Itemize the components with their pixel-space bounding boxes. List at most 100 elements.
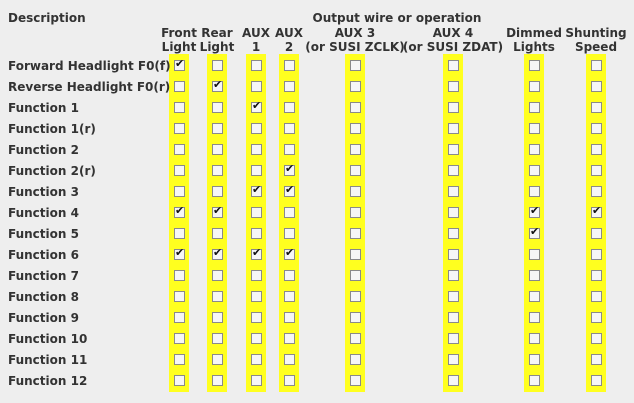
checkbox-r2-c3[interactable] [284,102,295,113]
checkbox-r1-c1[interactable]: ✔ [212,79,223,92]
checkbox-r7-c7[interactable]: ✔ [591,205,602,218]
checkbox-r13-c2[interactable] [251,333,262,344]
checkbox-r3-c5[interactable] [448,123,459,134]
checkbox-r15-c7[interactable] [591,375,602,386]
checkbox-r15-c3[interactable] [284,375,295,386]
checkbox-r15-c6[interactable] [529,375,540,386]
checkbox-r12-c6[interactable] [529,312,540,323]
checkbox-r0-c3[interactable] [284,60,295,71]
checkbox-r10-c6[interactable] [529,270,540,281]
checkbox-r13-c4[interactable] [350,333,361,344]
checkbox-r6-c4[interactable] [350,186,361,197]
checkbox-r0-c5[interactable] [448,60,459,71]
checkbox-r9-c0[interactable]: ✔ [174,247,185,260]
checkbox-r10-c7[interactable] [591,270,602,281]
checkbox-r10-c2[interactable] [251,270,262,281]
checkbox-r7-c0[interactable]: ✔ [174,205,185,218]
checkbox-r15-c5[interactable] [448,375,459,386]
checkbox-r15-c2[interactable] [251,375,262,386]
checkbox-r12-c4[interactable] [350,312,361,323]
checkbox-r1-c3[interactable] [284,81,295,92]
checkbox-r2-c5[interactable] [448,102,459,113]
checkbox-r4-c1[interactable] [212,144,223,155]
checkbox-r2-c4[interactable] [350,102,361,113]
checkbox-r14-c5[interactable] [448,354,459,365]
checkbox-r3-c2[interactable] [251,123,262,134]
checkbox-r15-c1[interactable] [212,375,223,386]
checkbox-r9-c5[interactable] [448,249,459,260]
checkbox-r9-c7[interactable] [591,249,602,260]
checkbox-r3-c3[interactable] [284,123,295,134]
checkbox-r13-c1[interactable] [212,333,223,344]
checkbox-r1-c0[interactable] [174,81,185,92]
checkbox-r1-c6[interactable] [529,81,540,92]
checkbox-r4-c3[interactable] [284,144,295,155]
checkbox-r14-c7[interactable] [591,354,602,365]
checkbox-r14-c6[interactable] [529,354,540,365]
checkbox-r4-c0[interactable] [174,144,185,155]
checkbox-r6-c1[interactable] [212,186,223,197]
checkbox-r10-c5[interactable] [448,270,459,281]
checkbox-r2-c1[interactable] [212,102,223,113]
checkbox-r15-c4[interactable] [350,375,361,386]
checkbox-r8-c7[interactable] [591,228,602,239]
checkbox-r11-c0[interactable] [174,291,185,302]
checkbox-r0-c6[interactable] [529,60,540,71]
checkbox-r8-c2[interactable] [251,228,262,239]
checkbox-r1-c5[interactable] [448,81,459,92]
checkbox-r1-c2[interactable] [251,81,262,92]
checkbox-r5-c0[interactable] [174,165,185,176]
checkbox-r4-c6[interactable] [529,144,540,155]
checkbox-r11-c1[interactable] [212,291,223,302]
checkbox-r7-c6[interactable]: ✔ [529,205,540,218]
checkbox-r14-c1[interactable] [212,354,223,365]
checkbox-r12-c3[interactable] [284,312,295,323]
checkbox-r0-c0[interactable]: ✔ [174,58,185,71]
checkbox-r3-c6[interactable] [529,123,540,134]
checkbox-r15-c0[interactable] [174,375,185,386]
checkbox-r12-c2[interactable] [251,312,262,323]
checkbox-r13-c3[interactable] [284,333,295,344]
checkbox-r7-c2[interactable] [251,207,262,218]
checkbox-r12-c5[interactable] [448,312,459,323]
checkbox-r13-c0[interactable] [174,333,185,344]
checkbox-r0-c2[interactable] [251,60,262,71]
checkbox-r3-c0[interactable] [174,123,185,134]
checkbox-r0-c1[interactable] [212,60,223,71]
checkbox-r8-c0[interactable] [174,228,185,239]
checkbox-r10-c4[interactable] [350,270,361,281]
checkbox-r2-c2[interactable]: ✔ [251,100,262,113]
checkbox-r8-c4[interactable] [350,228,361,239]
checkbox-r2-c7[interactable] [591,102,602,113]
checkbox-r6-c5[interactable] [448,186,459,197]
checkbox-r4-c5[interactable] [448,144,459,155]
checkbox-r0-c7[interactable] [591,60,602,71]
checkbox-r8-c1[interactable] [212,228,223,239]
checkbox-r2-c0[interactable] [174,102,185,113]
checkbox-r3-c7[interactable] [591,123,602,134]
checkbox-r11-c5[interactable] [448,291,459,302]
checkbox-r9-c1[interactable]: ✔ [212,247,223,260]
checkbox-r14-c3[interactable] [284,354,295,365]
checkbox-r14-c4[interactable] [350,354,361,365]
checkbox-r12-c1[interactable] [212,312,223,323]
checkbox-r5-c6[interactable] [529,165,540,176]
checkbox-r6-c6[interactable] [529,186,540,197]
checkbox-r0-c4[interactable] [350,60,361,71]
checkbox-r6-c0[interactable] [174,186,185,197]
checkbox-r1-c7[interactable] [591,81,602,92]
checkbox-r5-c2[interactable] [251,165,262,176]
checkbox-r8-c5[interactable] [448,228,459,239]
checkbox-r11-c6[interactable] [529,291,540,302]
checkbox-r11-c2[interactable] [251,291,262,302]
checkbox-r7-c1[interactable]: ✔ [212,205,223,218]
checkbox-r4-c2[interactable] [251,144,262,155]
checkbox-r5-c1[interactable] [212,165,223,176]
checkbox-r10-c0[interactable] [174,270,185,281]
checkbox-r10-c1[interactable] [212,270,223,281]
checkbox-r9-c6[interactable] [529,249,540,260]
checkbox-r3-c1[interactable] [212,123,223,134]
checkbox-r9-c4[interactable] [350,249,361,260]
checkbox-r6-c3[interactable]: ✔ [284,184,295,197]
checkbox-r14-c0[interactable] [174,354,185,365]
